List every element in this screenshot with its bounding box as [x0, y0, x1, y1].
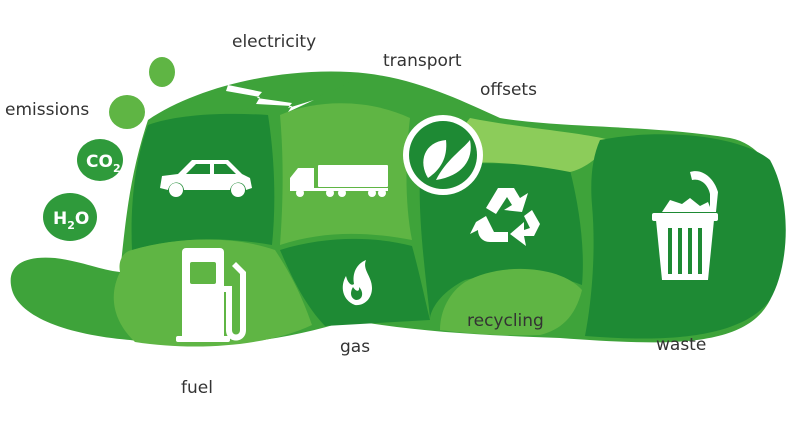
label-transport: transport — [383, 51, 462, 71]
toe-h2o — [43, 193, 97, 241]
label-recycling: recycling — [467, 311, 544, 331]
label-offsets: offsets — [480, 80, 537, 100]
car-icon — [160, 160, 252, 197]
trash-can-icon — [652, 171, 718, 280]
h2o-text: H2O — [53, 209, 89, 232]
toe-co2 — [77, 139, 123, 181]
leaf-icon — [423, 140, 471, 180]
lightning-icon — [226, 85, 314, 112]
truck-icon — [290, 165, 388, 197]
flame-icon — [342, 260, 372, 306]
label-emissions: emissions — [5, 100, 90, 120]
toe-small — [149, 57, 175, 87]
recycle-icon — [470, 188, 540, 246]
region-recycling-arc — [440, 268, 582, 336]
label-waste: waste — [656, 335, 707, 355]
label-electricity: electricity — [232, 32, 317, 52]
label-gas: gas — [340, 337, 371, 357]
co2-text: CO2 — [86, 152, 121, 175]
toe-emissions — [109, 95, 145, 129]
label-fuel: fuel — [181, 378, 213, 398]
region-electricity — [158, 74, 352, 118]
fuel-pump-icon — [176, 248, 246, 342]
